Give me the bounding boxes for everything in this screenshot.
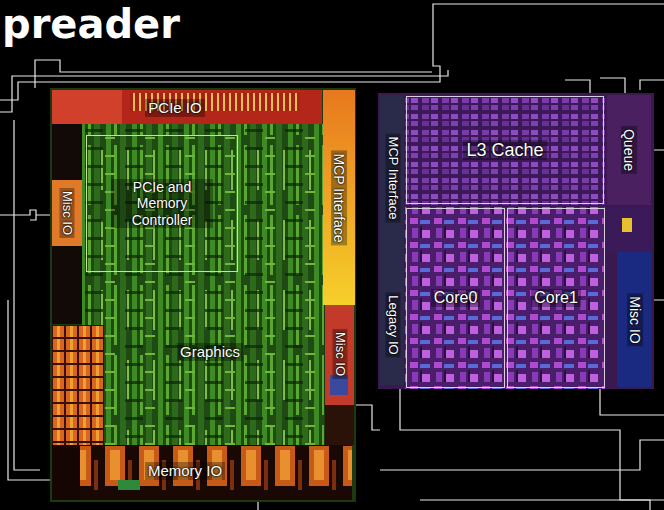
wire	[600, 388, 664, 415]
corner-block	[52, 445, 80, 500]
wire	[380, 440, 664, 470]
cache-block: L3 Cache	[406, 96, 604, 204]
yellow-detail	[622, 218, 632, 232]
left-column	[52, 124, 82, 324]
region-label: Core1	[531, 289, 581, 307]
queue-block: Queue	[607, 96, 650, 204]
queue-block	[607, 95, 651, 205]
region-label: L3 Cache	[463, 140, 546, 161]
io-band: Legacy IO	[381, 265, 404, 385]
right-io-block	[325, 305, 354, 405]
misc-io-block	[617, 252, 651, 387]
region-label: Core0	[431, 289, 481, 307]
io-band: MCP Interface	[324, 93, 354, 303]
core-block: Core1	[507, 208, 605, 388]
wire	[14, 120, 40, 470]
cross-block	[52, 325, 104, 445]
io-band: Misc IO	[53, 180, 81, 246]
top-band	[52, 90, 322, 124]
controller-block: PCIe and Memory Controller	[86, 135, 238, 272]
region-label: Misc IO	[626, 293, 642, 346]
io-band: Misc IO	[619, 255, 650, 385]
page-title: preader	[2, 4, 180, 44]
graphics-region: Graphics	[150, 338, 270, 366]
wire	[640, 80, 664, 90]
cache-texture	[405, 95, 605, 205]
left-band	[380, 95, 404, 385]
misc-io-block	[52, 180, 82, 246]
wires	[0, 4, 664, 510]
io-band: MCP Interface	[381, 95, 404, 261]
right-area	[607, 207, 651, 252]
region-label: Legacy IO	[385, 292, 400, 357]
cpu-die	[378, 93, 654, 389]
wire	[35, 60, 432, 88]
io-band: Misc IO	[327, 308, 353, 400]
region-label: MCP Interface	[385, 134, 400, 223]
right-lower-band	[325, 405, 354, 445]
wire	[0, 210, 50, 220]
core-texture	[405, 207, 605, 389]
green-patch	[118, 480, 140, 490]
io-band: PCIe IO	[115, 95, 235, 121]
region-label: PCIe and Memory Controller	[111, 179, 213, 227]
region-label: MCP Interface	[331, 150, 347, 245]
wire	[0, 4, 664, 100]
memory-band	[80, 445, 352, 500]
die-base	[50, 88, 356, 502]
wire	[420, 500, 650, 510]
region-label: Memory IO	[145, 462, 225, 479]
region-label: Misc IO	[60, 188, 75, 238]
io-band: Memory IO	[130, 457, 240, 485]
graphics-die	[50, 88, 356, 502]
region-label: Queue	[620, 126, 636, 174]
region-label: Graphics	[177, 343, 243, 360]
wire	[356, 405, 380, 430]
wire	[400, 388, 664, 500]
wire	[8, 300, 52, 495]
region-label: PCIe IO	[145, 99, 204, 116]
die-base	[378, 93, 654, 389]
green-detail	[82, 124, 324, 446]
core-block: Core0	[406, 208, 505, 388]
green-texture	[82, 124, 324, 446]
wire	[565, 78, 625, 93]
top-block	[52, 90, 122, 124]
mcp-band	[323, 90, 355, 305]
region-label: Misc IO	[333, 329, 348, 379]
